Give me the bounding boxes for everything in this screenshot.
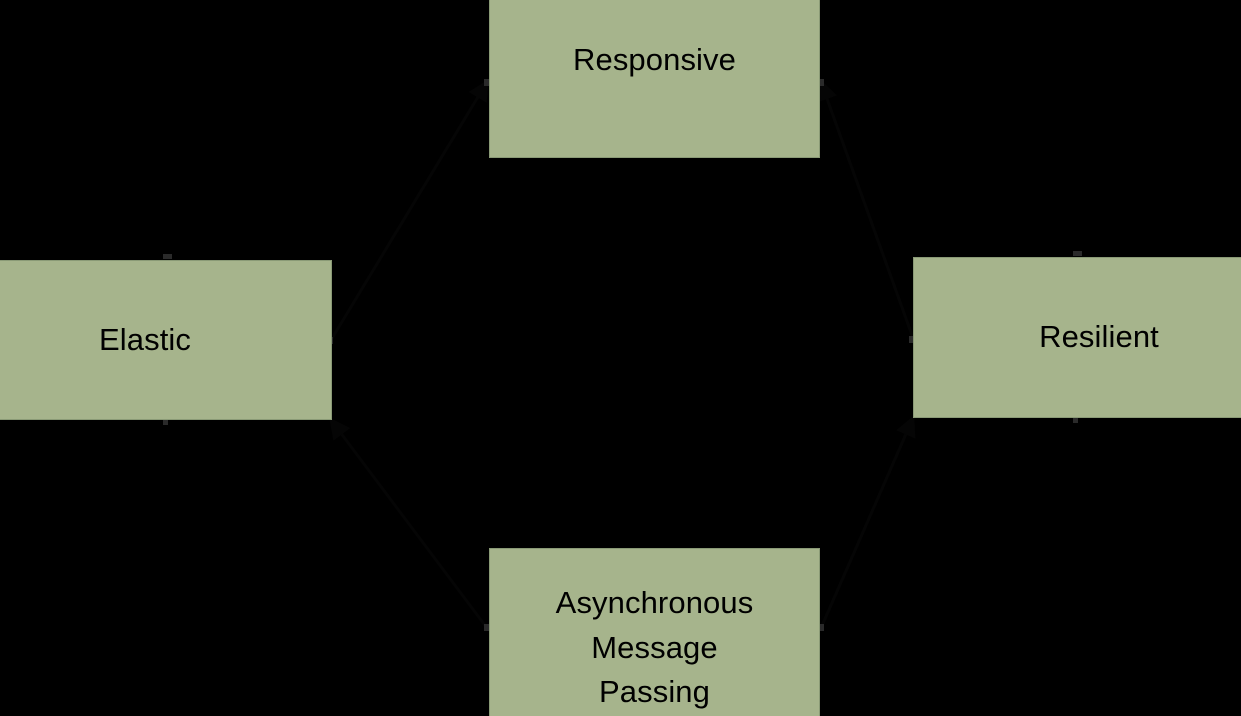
node-async-message-passing-label: Asynchronous Message Passing	[555, 584, 754, 710]
node-resilient[interactable]: Resilient	[913, 257, 1241, 418]
arrow-tip-responsive-right	[819, 79, 824, 86]
node-responsive[interactable]: Responsive	[489, 0, 820, 158]
arrow-tip-elastic-top	[163, 254, 172, 259]
connector-async-to-elastic	[329, 417, 489, 629]
node-responsive-label: Responsive	[573, 41, 736, 77]
connector-async-to-resilient	[819, 415, 916, 629]
arrow-tip-resilient-bottom	[1073, 418, 1078, 423]
node-resilient-label: Resilient	[1039, 319, 1159, 355]
arrow-tip-elastic-bottom	[163, 420, 168, 425]
arrow-tip-async-right	[819, 624, 824, 631]
arrow-tip-resilient-top	[1073, 251, 1082, 256]
node-elastic-label: Elastic	[98, 321, 191, 357]
arrow-tip-responsive-left	[484, 79, 489, 86]
connector-elastic-to-responsive	[329, 79, 489, 341]
arrow-tip-resilient-left	[909, 336, 914, 343]
connector-resilient-to-responsive	[817, 79, 915, 339]
node-elastic[interactable]: Elastic	[0, 260, 332, 420]
arrow-tip-async-left	[484, 624, 489, 631]
node-async-message-passing[interactable]: Asynchronous Message Passing	[489, 548, 820, 716]
